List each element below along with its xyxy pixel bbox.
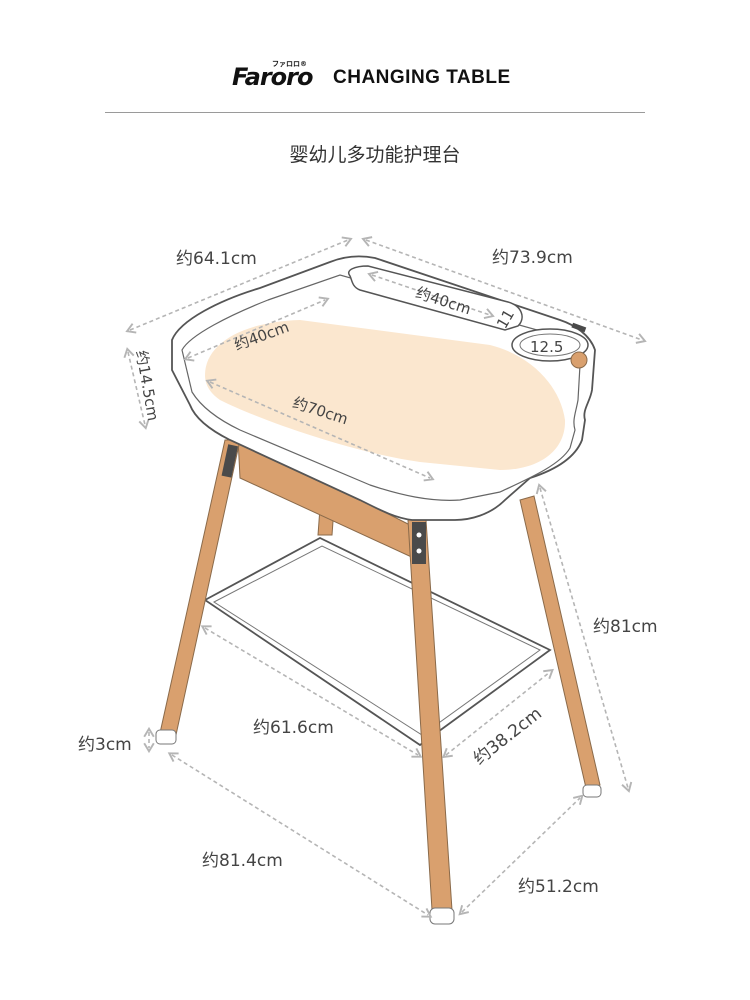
dim-label-base-width: 约51.2cm	[518, 877, 599, 897]
dim-line-basin-length	[205, 378, 435, 482]
dim-line-shelf-width	[442, 668, 554, 759]
dim-line-shelf-length	[200, 625, 423, 758]
dim-label-top-width: 约64.1cm	[176, 249, 257, 269]
dim-line-base-length	[167, 752, 433, 918]
dim-line-basin-depth	[123, 347, 150, 430]
dim-label-cup-diameter: 12.5	[530, 338, 564, 356]
header-divider	[105, 112, 645, 113]
product-subtitle: 婴幼儿多功能护理台	[289, 144, 461, 166]
dim-line-height	[535, 483, 633, 793]
dim-line-base-width	[458, 794, 584, 916]
dim-label-top-length: 约73.9cm	[492, 248, 573, 268]
dim-label-base-length: 约81.4cm	[202, 851, 283, 871]
page-title: CHANGING TABLE	[333, 67, 511, 88]
brand-logo: Faroro	[232, 63, 313, 91]
dim-label-height: 约81cm	[593, 617, 658, 637]
dim-line-top-width	[125, 236, 353, 334]
dim-label-shelf-length: 约61.6cm	[253, 718, 334, 738]
dim-line-basin-width	[183, 296, 330, 362]
dim-label-foot-height: 约3cm	[78, 735, 132, 755]
brand-logo-sub: ファロロ®	[272, 60, 307, 68]
header: Faroro ファロロ® CHANGING TABLE	[0, 55, 750, 95]
